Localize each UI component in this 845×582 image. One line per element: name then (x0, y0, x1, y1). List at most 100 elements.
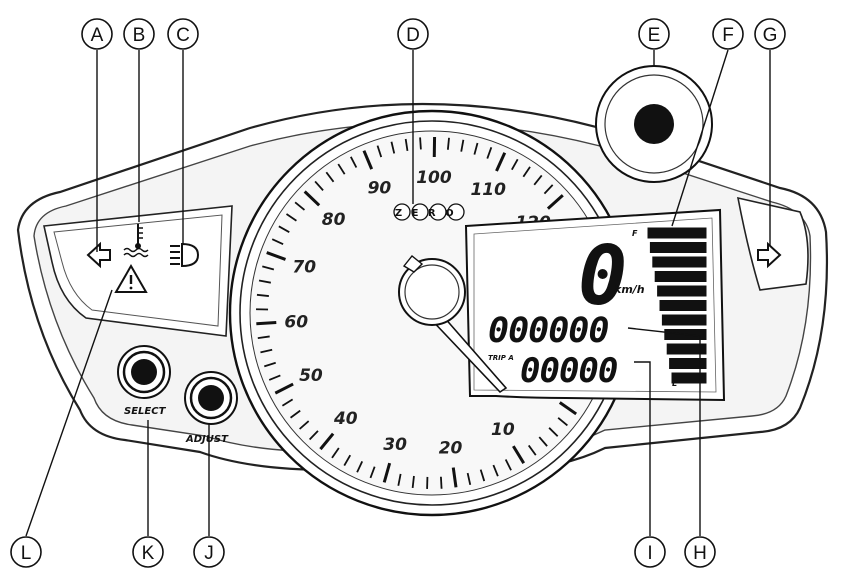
high-beam-icon (170, 242, 200, 268)
callout-letter: J (204, 543, 214, 564)
callout-circle (123, 18, 155, 50)
callout-letter: H (693, 543, 707, 564)
callout-letter: D (406, 25, 420, 46)
minor-tick (264, 361, 276, 368)
major-tick (303, 190, 321, 207)
select-button[interactable] (117, 345, 171, 399)
speed-tick-label: 40 (333, 409, 358, 429)
minor-tick (257, 335, 270, 340)
minor-tick (473, 142, 479, 155)
minor-tick (331, 447, 340, 459)
minor-tick (260, 348, 273, 354)
speed-tick-label: 10 (491, 420, 515, 440)
speed-tick-label: 20 (439, 439, 463, 459)
major-tick (558, 401, 578, 416)
fuel-empty-label: E (672, 379, 678, 388)
major-tick (512, 445, 526, 464)
minor-tick (376, 145, 383, 158)
callout-a: A (81, 18, 113, 50)
callout-c: C (167, 18, 199, 50)
major-tick (546, 194, 564, 210)
minor-tick (281, 398, 294, 407)
minor-tick (325, 171, 335, 183)
callout-l: L (10, 536, 42, 568)
callout-b: B (123, 18, 155, 50)
brand-logo: ZERO (393, 203, 465, 221)
major-tick (319, 432, 335, 451)
major-tick (382, 462, 392, 483)
speed-tick-label: 70 (292, 257, 316, 277)
callout-d: D (397, 18, 429, 50)
callout-k: K (132, 536, 164, 568)
minor-tick (411, 475, 415, 489)
minor-tick (343, 454, 352, 467)
speed-tick-label: 110 (470, 180, 506, 200)
callout-j: J (193, 536, 225, 568)
minor-tick (397, 473, 402, 486)
fuel-bar (671, 372, 707, 384)
adjust-button[interactable] (184, 371, 238, 425)
minor-tick (369, 466, 376, 479)
lcd-speed-unit: km/h (614, 283, 645, 296)
minor-tick (479, 469, 486, 482)
brand-logo-text: ZERO (395, 208, 463, 219)
callout-circle (167, 18, 199, 50)
minor-tick (278, 225, 290, 233)
lcd-trip-label: TRIP A (488, 354, 514, 362)
fuel-bar (657, 285, 707, 297)
minor-tick (533, 174, 543, 186)
callout-circle (193, 536, 225, 568)
minor-tick (308, 430, 319, 441)
left-warning-panel (43, 205, 233, 337)
fuel-bar (669, 358, 707, 369)
fuel-bar (652, 256, 707, 268)
major-tick (274, 382, 294, 395)
speed-tick-label: 50 (299, 366, 323, 386)
callout-letter: L (21, 543, 32, 564)
speedometer-needle (398, 255, 508, 394)
minor-tick (486, 146, 493, 159)
minor-tick (527, 444, 537, 456)
callout-letter: I (647, 543, 652, 564)
minor-tick (522, 166, 531, 178)
minor-tick (466, 472, 472, 485)
minor-tick (314, 180, 324, 191)
speed-tick-label: 60 (284, 312, 308, 332)
major-tick (451, 467, 458, 488)
minor-tick (548, 427, 559, 437)
minor-tick (290, 409, 301, 419)
fuel-full-label: F (632, 229, 638, 238)
lcd-speed-value: 0 (578, 229, 627, 324)
minor-tick (256, 293, 269, 297)
minor-tick (446, 137, 450, 150)
minor-tick (440, 476, 443, 489)
lcd-display: F E (464, 208, 726, 402)
callout-g: G (754, 18, 786, 50)
minor-tick (390, 141, 396, 154)
callout-circle (81, 18, 113, 50)
minor-tick (543, 184, 554, 195)
speed-tick-marks (256, 136, 578, 489)
right-turn-signal-icon (757, 241, 782, 269)
minor-tick (404, 138, 409, 151)
fuel-bar (647, 227, 707, 239)
minor-tick (557, 417, 568, 427)
minor-tick (350, 156, 358, 168)
callout-circle (638, 18, 670, 50)
left-turn-signal-icon (86, 241, 111, 269)
lcd-odometer: 000000 (488, 311, 608, 351)
major-tick (362, 150, 374, 170)
fuel-bar (654, 271, 707, 282)
callout-letter: B (133, 25, 146, 46)
fuel-bar (661, 314, 707, 326)
minor-tick (492, 464, 499, 477)
callout-letter: C (176, 25, 190, 46)
select-button-label: SELECT (124, 406, 167, 417)
callout-h: H (684, 536, 716, 568)
minor-tick (268, 374, 281, 381)
callout-circle (684, 536, 716, 568)
callout-letter: F (722, 25, 734, 46)
speed-tick-label: 100 (416, 168, 452, 188)
